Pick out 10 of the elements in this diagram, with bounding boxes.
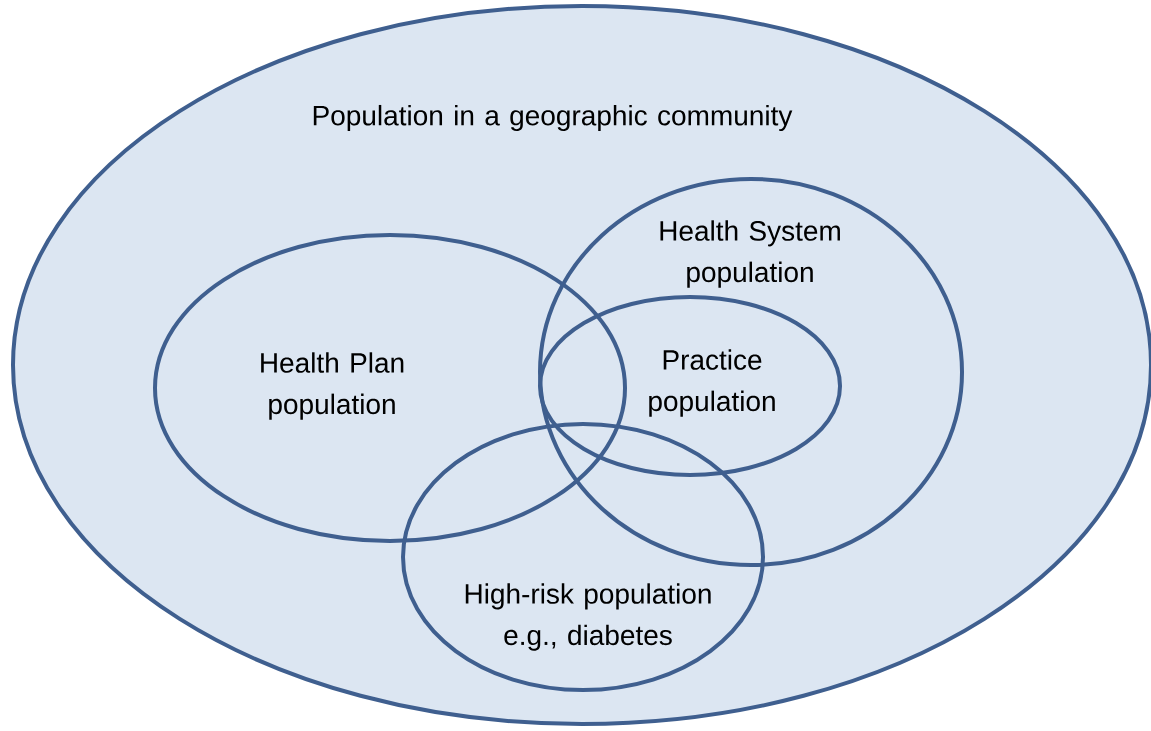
ellipse [153, 233, 627, 543]
ellipse-label: Health System population [660, 220, 840, 288]
ellipse-label: Population in a geographic community [313, 104, 793, 132]
ellipse-label: Health Plan population [261, 352, 404, 420]
ellipse-label: High-risk population e.g., diabetes [465, 583, 711, 651]
ellipse [538, 295, 842, 477]
ellipse [11, 4, 1151, 726]
ellipse [538, 177, 964, 567]
ellipse-label: Practice population [649, 349, 775, 417]
ellipse [401, 422, 765, 692]
